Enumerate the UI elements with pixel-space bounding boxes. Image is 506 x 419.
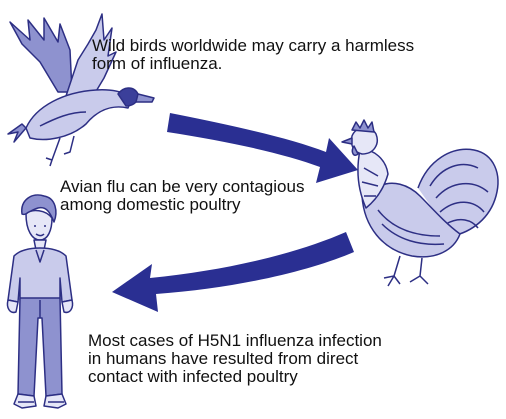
caption-wild-birds: Wild birds worldwide may carry a harmles…: [92, 37, 502, 73]
arrow-left-icon: [112, 232, 354, 312]
caption-domestic-poultry: Avian flu can be very contagious among d…: [60, 178, 380, 214]
arrow-right-icon: [167, 113, 358, 183]
person-icon: [7, 195, 72, 408]
caption-human-infection: Most cases of H5N1 influenza infection i…: [88, 332, 498, 386]
